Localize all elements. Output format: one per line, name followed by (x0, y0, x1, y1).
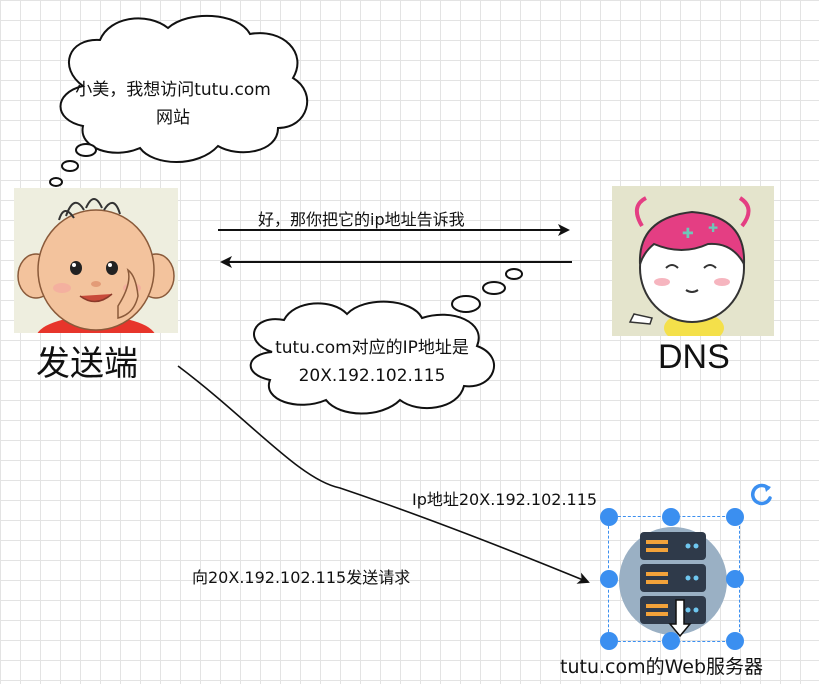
dns-cloud-line2: 20X.192.102.115 (298, 366, 446, 386)
server-node[interactable] (604, 512, 744, 646)
resize-handle-t[interactable] (662, 508, 680, 526)
selection-box (608, 516, 740, 642)
sender-avatar (14, 188, 178, 333)
sender-cloud-line1: 小美，我想访问tutu.com (75, 80, 271, 100)
ip-address-message: Ip地址20X.192.102.115 (412, 490, 598, 509)
resize-handle-b[interactable] (662, 632, 680, 650)
send-request-message: 向20X.192.102.115发送请求 (192, 568, 411, 587)
resize-handle-bl[interactable] (600, 632, 618, 650)
resize-handle-l[interactable] (600, 570, 618, 588)
request-ip-message: 好，那你把它的ip地址告诉我 (258, 210, 465, 229)
dns-thought-cloud: tutu.com对应的IP地址是 20X.192.102.115 (232, 262, 532, 422)
dns-label: DNS (658, 338, 730, 376)
sender-cloud-line2: 网站 (156, 108, 190, 128)
resize-handle-tr[interactable] (726, 508, 744, 526)
resize-handle-r[interactable] (726, 570, 744, 588)
sender-label: 发送端 (36, 344, 138, 384)
server-label: tutu.com的Web服务器 (560, 656, 764, 678)
arrow-to-server (177, 365, 590, 584)
dns-cloud-line1: tutu.com对应的IP地址是 (275, 338, 469, 358)
rotate-icon[interactable] (748, 480, 776, 508)
svg-text:✚: ✚ (682, 226, 694, 242)
svg-text:✚: ✚ (708, 221, 718, 235)
dns-avatar: ✚ ✚ (612, 186, 774, 336)
resize-handle-br[interactable] (726, 632, 744, 650)
sender-thought-cloud: 小美，我想访问tutu.com 网站 (28, 8, 318, 208)
resize-handle-tl[interactable] (600, 508, 618, 526)
